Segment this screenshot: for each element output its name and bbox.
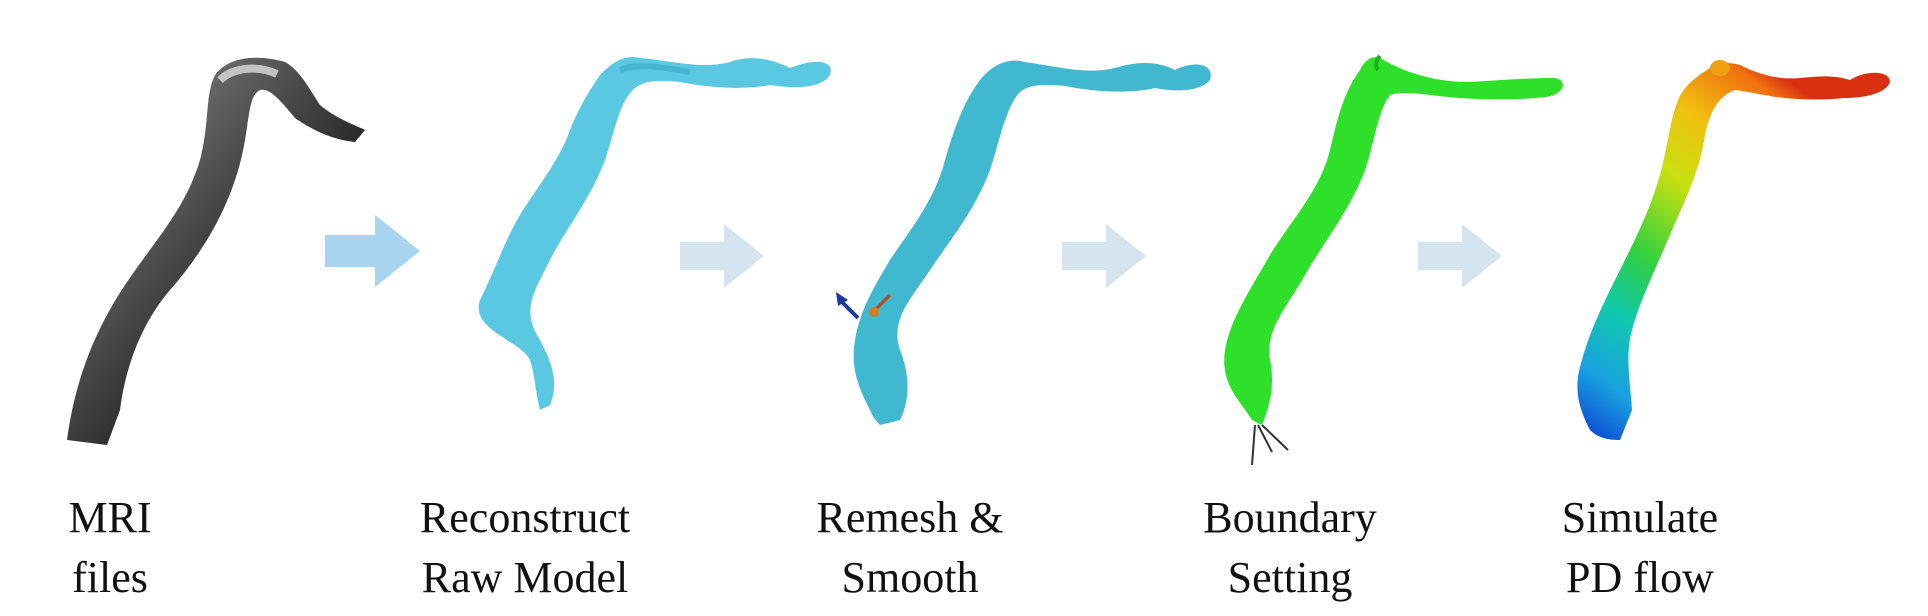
arrow-4 <box>1418 224 1502 293</box>
stage-label-mri-files: MRI files <box>0 488 260 608</box>
stage-reconstruct <box>450 0 850 470</box>
right-arrow-icon <box>1418 224 1502 288</box>
label-line-2: Smooth <box>841 553 979 602</box>
raw-model-image <box>478 57 831 410</box>
stage-boundary-setting <box>1200 0 1580 470</box>
label-line-1: Reconstruct <box>419 493 631 542</box>
simulation-model-image <box>1577 60 1890 440</box>
label-line-2: Setting <box>1227 553 1353 602</box>
label-line-1: Boundary <box>1203 493 1377 542</box>
boundary-model-image <box>1224 54 1563 466</box>
label-line-1: MRI <box>68 493 152 542</box>
stage-label-simulate-pd-flow: Simulate PD flow <box>1490 488 1790 608</box>
mri-vessel-image <box>67 57 365 446</box>
arrow-3 <box>1062 224 1146 293</box>
right-arrow-icon <box>1062 224 1146 288</box>
stage-simulate-pd-flow <box>1560 0 1900 470</box>
stage-label-reconstruct: Reconstruct Raw Model <box>375 488 675 608</box>
right-arrow-icon <box>680 224 764 288</box>
label-line-2: Raw Model <box>421 553 629 602</box>
arrow-1 <box>325 215 420 292</box>
label-line-1: Simulate <box>1561 493 1719 542</box>
label-line-2: files <box>72 553 148 602</box>
label-line-1: Remesh & <box>816 493 1004 542</box>
label-line-2: PD flow <box>1566 553 1714 602</box>
arrow-2 <box>680 224 764 293</box>
stage-mri-files <box>55 0 375 470</box>
right-arrow-icon <box>325 215 420 287</box>
stage-label-boundary-setting: Boundary Setting <box>1140 488 1440 608</box>
stage-remesh-smooth <box>830 0 1230 470</box>
remesh-model-image <box>836 60 1211 425</box>
stage-label-remesh-smooth: Remesh & Smooth <box>760 488 1060 608</box>
